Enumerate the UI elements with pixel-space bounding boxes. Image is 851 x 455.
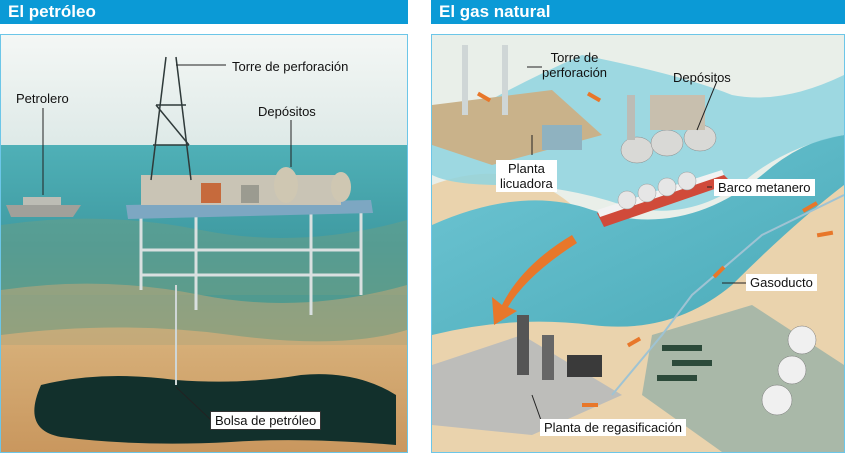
equipment-rows (657, 345, 712, 381)
oil-pocket (34, 374, 396, 445)
label-pipeline: Gasoducto (746, 274, 817, 291)
gas-pipeline (611, 194, 844, 396)
flow-arrow-big (492, 235, 577, 325)
callout-lines (527, 66, 747, 424)
gas-panel-header: El gas natural (431, 0, 845, 24)
label-regasification-plant: Planta de regasificación (540, 419, 687, 436)
label-liquefaction-line1: Planta (507, 161, 545, 176)
gas-panel-title: El gas natural (439, 2, 551, 21)
sky (1, 35, 407, 150)
oil-panel: El petróleo (0, 0, 412, 455)
lng-ship-hull (597, 173, 732, 227)
label-deposits: Depósitos (258, 104, 316, 119)
label-gas-deposits: Depósitos (673, 70, 731, 85)
oil-panel-title: El petróleo (8, 2, 96, 21)
oil-panel-header: El petróleo (0, 0, 408, 24)
pool (542, 125, 582, 150)
plant-building (650, 95, 705, 130)
spherical-tanks (761, 325, 817, 416)
regas-building (567, 355, 602, 377)
derrick (150, 56, 192, 181)
regas-column (517, 315, 529, 375)
label-liquefaction-line2: licuadora (500, 176, 553, 191)
sediment-layer (1, 283, 407, 345)
flow-arrows (476, 91, 834, 407)
deposit-tank (331, 172, 351, 202)
label-tanker: Petrolero (16, 91, 69, 106)
storage-tanks (620, 124, 717, 164)
label-drilling-tower: Torre de perforación (232, 59, 349, 74)
derrick (502, 45, 508, 115)
deposit-tank (274, 167, 298, 203)
lng-ship-tanks (617, 171, 697, 210)
label-lng-ship: Barco metanero (714, 179, 815, 196)
gas-scene-graphic (432, 35, 844, 452)
label-oil-pocket: Bolsa de petróleo (210, 411, 322, 430)
derrick (462, 45, 468, 115)
callout-lines (42, 64, 292, 421)
label-gas-drilling-tower: Torre de perforación (538, 49, 611, 81)
sea (432, 135, 844, 335)
regas-plant-base (432, 335, 622, 435)
label-gas-drilling-tower-line1: Torre de (550, 50, 599, 65)
plant-stack (627, 95, 635, 140)
gas-panel: El gas natural (431, 0, 851, 455)
tanker-ship (6, 205, 81, 217)
platform-legs (139, 210, 363, 315)
label-gas-drilling-tower-line2: perforación (542, 65, 608, 80)
regas-column (542, 335, 554, 380)
gas-illustration (431, 34, 845, 453)
label-liquefaction-plant: Planta licuadora (496, 160, 557, 192)
